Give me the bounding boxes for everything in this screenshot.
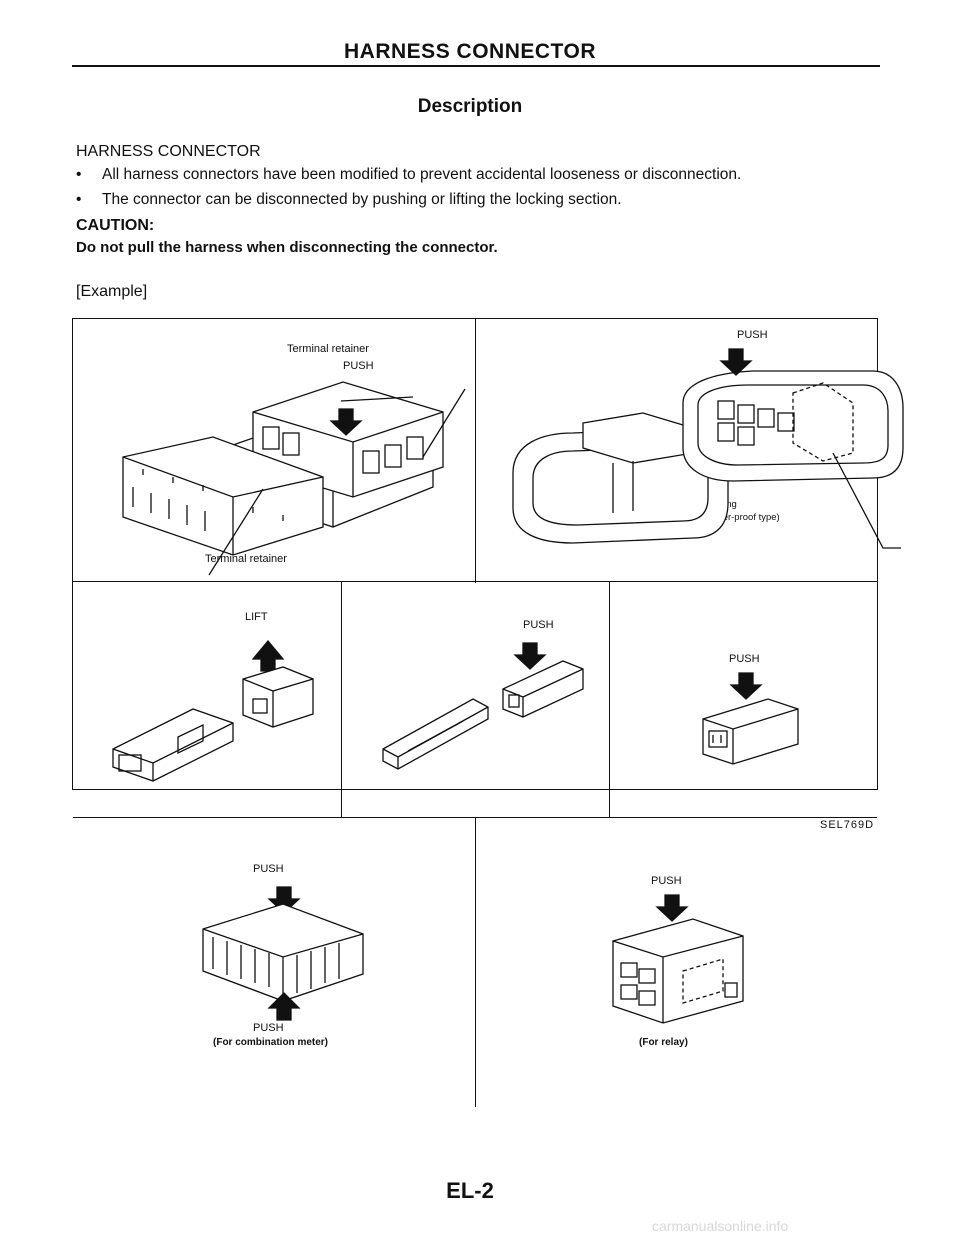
push-label: PUSH (253, 1022, 284, 1034)
multi-pin-connector-icon (122, 381, 466, 576)
bullet-dot-icon: • (76, 191, 82, 208)
figure-divider (475, 817, 476, 1107)
push-label: PUSH (523, 619, 554, 631)
page-number: EL-2 (446, 1178, 494, 1203)
terminal-retainer-label: Terminal retainer (287, 343, 369, 355)
example-label: [Example] (76, 283, 148, 300)
combination-meter-connector-icon (202, 886, 364, 1021)
figure-code: SEL769D (820, 819, 875, 831)
push-label: PUSH (253, 863, 284, 875)
packing-type-label: (Water-proof type) (703, 512, 780, 523)
watermark: carmanualsonline.info (652, 1218, 789, 1234)
figure-divider (341, 581, 342, 817)
bullet-item: • The connector can be disconnected by pu… (76, 191, 622, 209)
relay-connector-icon (612, 894, 744, 1024)
section-title: HARNESS CONNECTOR (76, 143, 261, 160)
small-lock-connector-icon (702, 672, 799, 765)
lift-type-connector-icon (112, 639, 314, 782)
waterproof-connector-icon (512, 348, 904, 549)
inline-connector-icon (382, 642, 584, 770)
connector-figure: Terminal retainer PUSH Terminal retainer… (72, 318, 904, 1107)
figure-divider (609, 581, 610, 817)
bullet-item: • All harness connectors have been modifi… (76, 166, 741, 184)
description-title: Description (417, 96, 523, 117)
combination-meter-note: (For combination meter) (213, 1037, 329, 1048)
caution-text: Do not pull the harness when disconnecti… (76, 239, 498, 256)
bullet-dot-icon: • (76, 166, 82, 183)
caution-label: CAUTION: (76, 217, 155, 234)
push-label: PUSH (343, 360, 374, 372)
relay-note: (For relay) (639, 1037, 688, 1048)
terminal-retainer-label: Terminal retainer (205, 553, 287, 565)
header-rule (72, 65, 880, 67)
bullet-text: All harness connectors have been modifie… (102, 166, 742, 183)
lift-label: LIFT (245, 611, 268, 623)
push-label: PUSH (729, 653, 760, 665)
page-header-title: HARNESS CONNECTOR (344, 40, 596, 63)
push-label: PUSH (651, 875, 682, 887)
push-label: PUSH (737, 329, 768, 341)
figure-divider (475, 319, 476, 583)
bullet-text: The connector can be disconnected by pus… (102, 191, 622, 208)
